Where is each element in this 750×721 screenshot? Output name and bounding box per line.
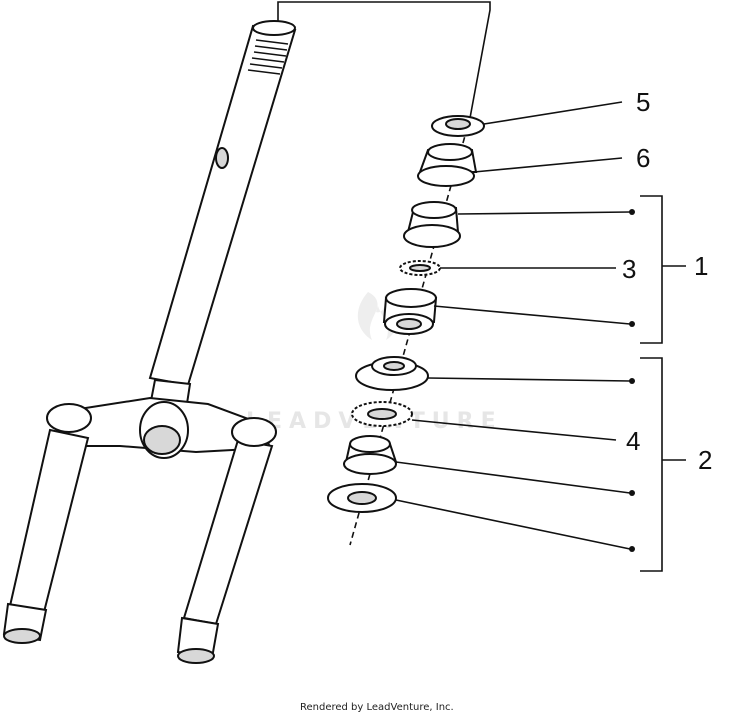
part-5-nut [431,115,485,137]
leader-dots [629,209,635,552]
callout-3: 3 [622,254,636,284]
callout-6: 6 [636,143,650,173]
fork-leg-left [2,403,92,644]
steering-column [148,20,297,412]
fork-leg-right [176,417,277,664]
flanged-washer [355,356,429,391]
credit-text: Rendered by LeadVenture, Inc. [300,702,454,713]
upper-bearing-cup [403,201,461,248]
group-bracket-2 [640,357,686,572]
part-4-ball-race [351,401,413,427]
bottom-washer [327,483,397,513]
lower-bearing-cone [343,435,398,475]
group-bracket-1 [640,195,686,344]
callout-4: 4 [626,426,640,456]
callout-1: 1 [694,251,708,281]
callout-2: 2 [698,445,712,475]
lower-bearing-cup [382,288,438,335]
callout-5: 5 [636,87,650,117]
top-bracket [277,1,491,119]
part-3-ball-race [399,260,441,276]
part-6-nut [417,143,478,187]
leader-lines [395,101,631,550]
